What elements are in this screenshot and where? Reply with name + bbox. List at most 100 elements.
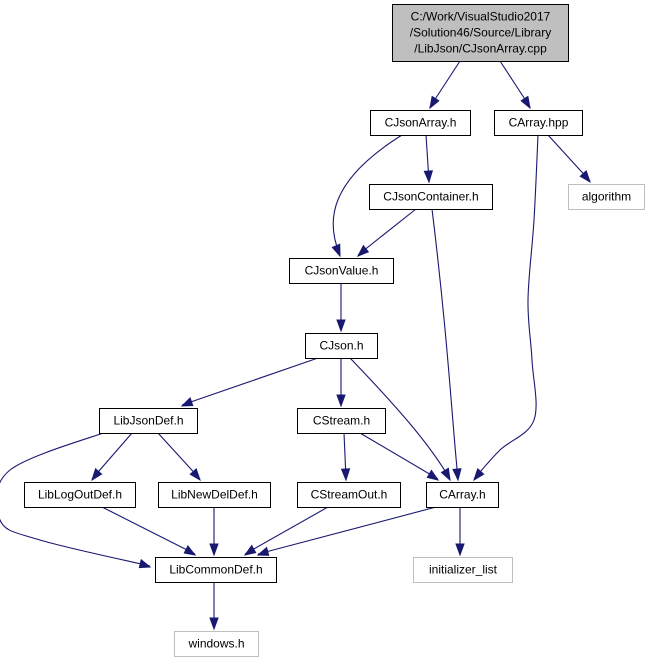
edge-cjsonarray-h-to-cjsonvalue-h xyxy=(331,134,403,258)
arrowhead-icon xyxy=(452,468,462,482)
arrowhead-icon xyxy=(91,467,103,482)
node-carray-hpp[interactable]: CArray.hpp xyxy=(494,110,583,136)
node-box xyxy=(305,333,378,359)
edge-cstreamout-h-to-libcommondef-h xyxy=(243,506,329,556)
node-libcommondef-h[interactable]: LibCommonDef.h xyxy=(155,557,277,583)
node-algorithm: algorithm xyxy=(568,184,645,210)
edge-cjson-h-to-cstream-h xyxy=(336,358,346,408)
node-label: CStreamOut.h xyxy=(311,488,388,502)
edge-cjson-h-to-libjsondef-h xyxy=(180,357,319,407)
arrowhead-icon xyxy=(180,397,194,407)
node-cstreamout-h[interactable]: CStreamOut.h xyxy=(297,482,401,508)
edge-line xyxy=(101,506,196,555)
node-cjson-h[interactable]: CJson.h xyxy=(305,333,378,359)
nodes-layer: C:/Work/VisualStudio2017/Solution46/Sour… xyxy=(24,4,645,657)
arrowhead-icon xyxy=(426,469,440,481)
node-label: CArray.hpp xyxy=(509,116,569,130)
node-box xyxy=(297,408,386,434)
node-cstream-h[interactable]: CStream.h xyxy=(297,408,386,434)
edge-line xyxy=(0,429,151,567)
arrowhead-icon xyxy=(423,170,434,184)
node-carray-h[interactable]: CArray.h xyxy=(426,482,499,508)
edge-cjsoncontainer-h-to-cjsonvalue-h xyxy=(356,208,417,257)
edge-line xyxy=(359,432,439,480)
arrowhead-icon xyxy=(455,543,465,557)
node-libnewdeldef-h[interactable]: LibNewDelDef.h xyxy=(158,482,271,508)
node-box xyxy=(158,482,271,508)
node-box xyxy=(99,408,198,434)
node-label: algorithm xyxy=(582,190,631,204)
node-initializer-list: initializer_list xyxy=(413,557,513,583)
edge-line xyxy=(349,357,451,480)
arrowhead-icon xyxy=(429,95,440,110)
arrowhead-icon xyxy=(243,544,257,556)
node-label: CStream.h xyxy=(313,414,370,428)
node-label: CJson.h xyxy=(319,339,363,353)
node-libjsondef-h[interactable]: LibJsonDef.h xyxy=(99,408,198,434)
edge-cjsoncontainer-h-to-carray-h xyxy=(431,208,462,482)
arrowhead-icon xyxy=(579,170,591,184)
node-label: CJsonContainer.h xyxy=(383,190,478,204)
node-label: CJsonArray.h xyxy=(385,116,457,130)
node-cjsonvalue-h[interactable]: CJsonValue.h xyxy=(289,258,394,284)
edge-cstream-h-to-carray-h xyxy=(359,432,440,481)
edge-cstream-h-to-cstreamout-h xyxy=(340,432,351,482)
arrowhead-icon xyxy=(336,319,346,333)
node-box xyxy=(155,557,277,583)
node-label: LibNewDelDef.h xyxy=(171,488,258,502)
node-windows-h: windows.h xyxy=(174,631,259,657)
node-label: CJsonValue.h xyxy=(305,264,379,278)
node-box xyxy=(289,258,394,284)
edge-line xyxy=(244,506,329,555)
edge-libjsondef-h-to-libnewdeldef-h xyxy=(157,432,201,482)
node-label: LibJsonDef.h xyxy=(113,414,183,428)
edge-carray-hpp-to-carray-h xyxy=(473,134,539,482)
edge-liblogoutdef-h-to-libcommondef-h xyxy=(101,506,197,556)
node-label: LibLogOutDef.h xyxy=(38,488,122,502)
edge-libcommondef-h-to-windows-h xyxy=(209,582,219,631)
arrowhead-icon xyxy=(520,95,531,110)
node-box xyxy=(369,184,493,210)
edge-cjson-h-to-carray-h xyxy=(349,357,451,482)
arrowhead-icon xyxy=(189,468,201,482)
node-box xyxy=(392,4,569,62)
node-box xyxy=(24,482,136,508)
edge-line xyxy=(332,134,403,256)
node-box xyxy=(568,184,645,210)
edge-libjsondef-h-to-liblogoutdef-h xyxy=(91,432,133,482)
edge-libjsondef-h-to-libcommondef-h xyxy=(0,429,152,569)
edge-libnewdeldef-h-to-libcommondef-h xyxy=(209,507,219,557)
node-cjsoncontainer-h[interactable]: CJsonContainer.h xyxy=(369,184,493,210)
edge-line xyxy=(181,357,319,406)
node-liblogoutdef-h[interactable]: LibLogOutDef.h xyxy=(24,482,136,508)
node-label: CArray.h xyxy=(439,488,485,502)
edge-root-to-cjsonarray-h xyxy=(429,60,461,110)
node-label: /Solution46/Source/Library xyxy=(410,26,551,40)
node-box xyxy=(494,110,583,136)
arrowhead-icon xyxy=(138,558,152,569)
node-box xyxy=(426,482,499,508)
arrowhead-icon xyxy=(331,243,341,258)
arrowhead-icon xyxy=(256,546,270,556)
arrowhead-icon xyxy=(473,468,485,482)
edge-cjsonvalue-h-to-cjson-h xyxy=(336,283,346,333)
node-box xyxy=(174,631,259,657)
edge-line xyxy=(473,134,539,480)
edge-cjsonarray-h-to-cjsoncontainer-h xyxy=(423,134,434,184)
node-cjsonarray-h[interactable]: CJsonArray.h xyxy=(370,110,471,136)
node-box xyxy=(370,110,471,136)
arrowhead-icon xyxy=(440,467,451,482)
edge-carray-hpp-to-algorithm xyxy=(547,134,591,184)
node-box xyxy=(297,482,401,508)
arrowhead-icon xyxy=(209,543,219,557)
edge-line xyxy=(357,208,417,256)
arrowhead-icon xyxy=(209,617,219,631)
edge-root-to-carray-hpp xyxy=(499,60,531,110)
edge-carray-h-to-libcommondef-h xyxy=(256,506,437,556)
arrowhead-icon xyxy=(356,244,370,257)
edge-line xyxy=(257,506,437,555)
node-root[interactable]: C:/Work/VisualStudio2017/Solution46/Sour… xyxy=(392,4,569,62)
node-label: C:/Work/VisualStudio2017 xyxy=(411,10,551,24)
